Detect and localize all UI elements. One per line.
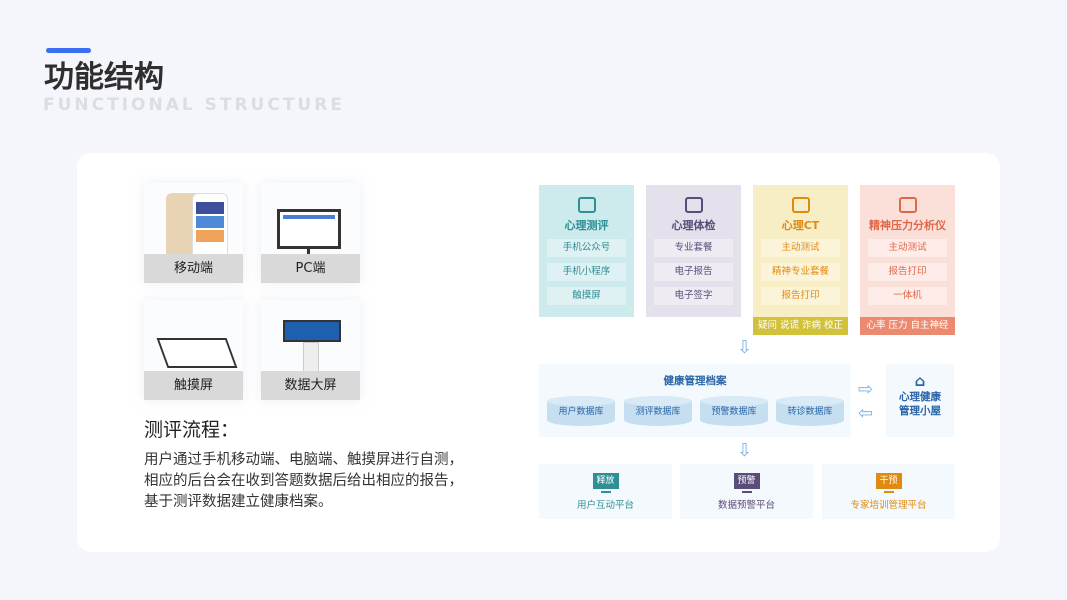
database-warning: 预警数据库 — [700, 396, 768, 426]
module-footer: 心率 压力 自主神经 — [860, 317, 955, 335]
platform-card: 干预 专家培训管理平台 — [822, 464, 955, 519]
monitor-image — [277, 209, 341, 249]
module-item: 手机小程序 — [547, 263, 626, 281]
health-archive: 健康管理档案 用户数据库 测评数据库 预警数据库 转诊数据库 — [539, 364, 851, 437]
database-referral: 转诊数据库 — [776, 396, 844, 426]
device-mobile: 移动端 — [144, 183, 243, 283]
page-title: 功能结构 — [44, 60, 164, 95]
arrow-down-icon: ⇩ — [737, 440, 753, 461]
platform-card: 释放 用户互动平台 — [539, 464, 672, 519]
flow-line: 基于测评数据建立健康档案。 — [144, 494, 333, 510]
module-footer: 疑问 说谎 诈病 校正 — [753, 317, 848, 335]
monitor-stand-icon — [883, 489, 894, 493]
cabin-label: 心理健康 — [899, 391, 941, 403]
module-icon — [791, 197, 810, 213]
device-touchscreen: 触摸屏 — [144, 300, 243, 400]
module-icon — [577, 197, 596, 213]
platform-name: 用户互动平台 — [576, 500, 634, 511]
module-item: 电子报告 — [654, 263, 733, 281]
device-label: PC端 — [261, 254, 360, 283]
module-icon — [898, 197, 917, 213]
module-icon — [684, 197, 703, 213]
platform-tag: 释放 — [592, 473, 619, 489]
module-title: 精神压力分析仪 — [869, 219, 946, 232]
platform-name: 专家培训管理平台 — [850, 500, 927, 511]
module-title: 心理测评 — [564, 219, 609, 232]
platform-name: 数据预警平台 — [717, 500, 775, 511]
module-item: 触摸屏 — [547, 287, 626, 305]
tablet-image — [156, 338, 238, 368]
device-label: 触摸屏 — [144, 371, 243, 400]
module-card: 精神压力分析仪主动测试报告打印一体机心率 压力 自主神经 — [860, 185, 955, 335]
device-pc: PC端 — [261, 183, 360, 283]
device-label: 数据大屏 — [261, 371, 360, 400]
module-title: 心理CT — [781, 219, 820, 232]
platform-tag: 干预 — [875, 473, 902, 489]
module-card: 心理测评手机公众号手机小程序触摸屏 — [539, 185, 634, 317]
counseling-cabin: ⌂ 心理健康 管理小屋 — [886, 364, 954, 437]
flow-line: 相应的后台会在收到答题数据后给出相应的报告， — [144, 473, 463, 489]
flow-line: 用户通过手机移动端、电脑端、触摸屏进行自测， — [144, 452, 463, 468]
module-item: 专业套餐 — [654, 239, 733, 257]
module-title: 心理体检 — [671, 219, 716, 232]
monitor-stand-icon — [600, 489, 611, 493]
flow-description: 用户通过手机移动端、电脑端、触摸屏进行自测， 相应的后台会在收到答题数据后给出相… — [144, 450, 524, 513]
flow-title: 测评流程： — [144, 419, 240, 441]
accent-bar — [46, 48, 91, 53]
module-card: 心理CT 主动测试精神专业套餐报告打印疑问 说谎 诈病 校正 — [753, 185, 848, 335]
house-heart-icon: ⌂ — [914, 372, 926, 390]
device-label: 移动端 — [144, 254, 243, 283]
monitor-stand-icon — [741, 489, 752, 493]
module-item: 手机公众号 — [547, 239, 626, 257]
platform-tag: 预警 — [733, 473, 760, 489]
kiosk-image — [283, 320, 341, 342]
arrow-down-icon: ⇩ — [737, 337, 753, 358]
archive-title: 健康管理档案 — [663, 375, 727, 387]
module-item: 主动测试 — [868, 239, 947, 257]
platform-card: 预警 数据预警平台 — [680, 464, 813, 519]
title-english: FUNCTIONAL STRUCTURE — [43, 95, 345, 115]
database-assessment: 测评数据库 — [624, 396, 692, 426]
module-item: 电子签字 — [654, 287, 733, 305]
database-user: 用户数据库 — [547, 396, 615, 426]
cabin-label: 管理小屋 — [899, 405, 941, 417]
module-item: 精神专业套餐 — [761, 263, 840, 281]
arrow-left-icon: ⇦ — [858, 403, 874, 424]
device-bigscreen: 数据大屏 — [261, 300, 360, 400]
kiosk-stand — [303, 342, 319, 372]
module-card: 心理体检专业套餐电子报告电子签字 — [646, 185, 741, 317]
module-item: 报告打印 — [868, 263, 947, 281]
module-item: 主动测试 — [761, 239, 840, 257]
arrow-right-icon: ⇨ — [858, 379, 874, 400]
module-item: 一体机 — [868, 287, 947, 305]
module-item: 报告打印 — [761, 287, 840, 305]
